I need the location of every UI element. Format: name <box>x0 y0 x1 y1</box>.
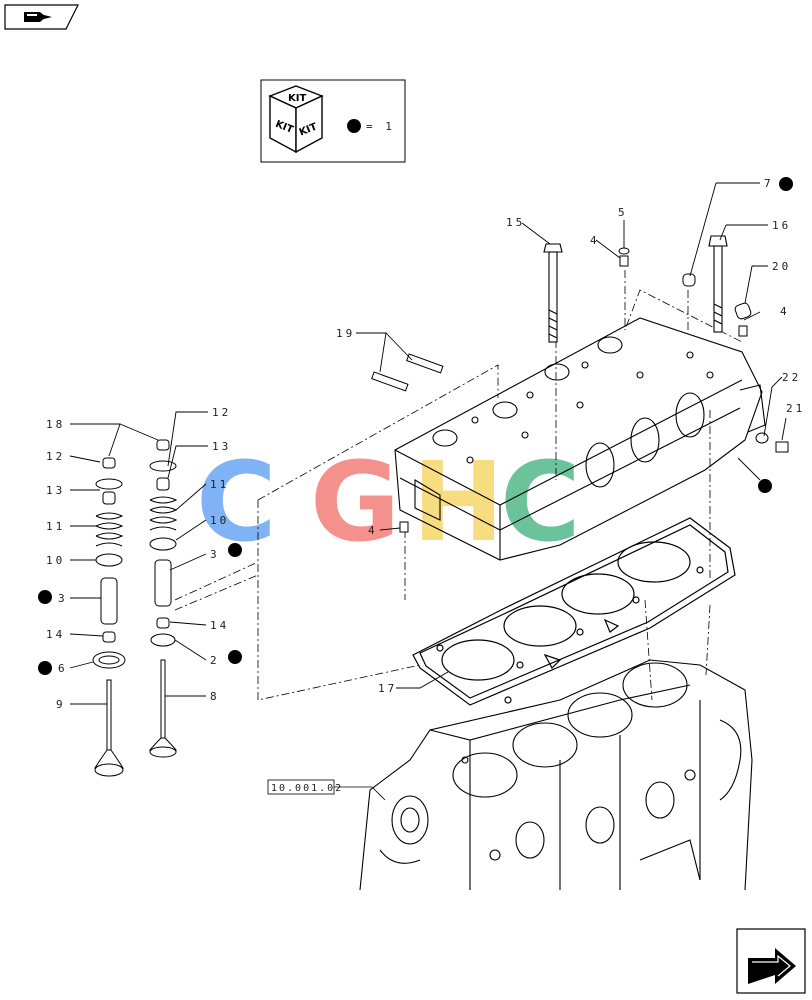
callout-12-right[interactable]: 12 <box>212 406 231 419</box>
leader-lines <box>69 182 787 705</box>
forward-arrow-icon <box>748 948 796 984</box>
callout-4-right[interactable]: 4 <box>780 305 790 318</box>
callout-10-right[interactable]: 10 <box>210 514 229 527</box>
callout-5[interactable]: 5 <box>618 206 628 219</box>
head-bolt-15 <box>543 243 563 343</box>
cylinder-head-illustration <box>394 317 766 561</box>
callout-21[interactable]: 21 <box>786 402 805 415</box>
kit-marker-icon <box>758 479 772 493</box>
callout-6[interactable]: 6 <box>58 662 68 675</box>
head-bolt-16 <box>708 235 728 333</box>
callout-13-left[interactable]: 13 <box>46 484 65 497</box>
callout-7[interactable]: 7 <box>764 177 774 190</box>
engine-block-illustration <box>359 659 753 891</box>
callout-16[interactable]: 16 <box>772 219 791 232</box>
kit-cube-icon: KIT KIT KIT <box>268 85 324 154</box>
callout-11-right[interactable]: 11 <box>210 478 229 491</box>
callout-3-right[interactable]: 3 <box>210 548 220 561</box>
valve-train-right <box>148 439 178 758</box>
kit-marker-icon <box>38 590 52 604</box>
callout-17[interactable]: 17 <box>378 682 397 695</box>
callout-labels: 7 16 20 4 22 21 15 5 4 19 4 18 12 12 13 … <box>38 177 805 711</box>
kit-equals-label: = 1 <box>366 120 395 133</box>
kit-legend-box: KIT KIT KIT = 1 <box>260 79 406 163</box>
callout-22[interactable]: 22 <box>782 371 801 384</box>
callout-2[interactable]: 2 <box>210 654 220 667</box>
kit-face-top: KIT <box>288 93 306 104</box>
callout-15[interactable]: 15 <box>506 216 525 229</box>
assembly-guide-lines <box>174 270 743 701</box>
watermark-letter: H <box>412 438 504 566</box>
kit-marker-icon <box>779 177 793 191</box>
watermark: C G H C <box>196 438 581 566</box>
watermark-letter: G <box>310 438 400 566</box>
callout-4-top[interactable]: 4 <box>590 234 600 247</box>
callout-20[interactable]: 20 <box>772 260 791 273</box>
reference-box[interactable]: 10.001.02 <box>267 779 386 801</box>
callout-8[interactable]: 8 <box>210 690 220 703</box>
back-nav-tab[interactable] <box>4 4 79 30</box>
studs-19 <box>371 353 444 392</box>
kit-marker-icon <box>38 661 52 675</box>
book-arrow-icon <box>24 12 52 22</box>
small-parts <box>399 247 789 533</box>
callout-10-left[interactable]: 10 <box>46 554 65 567</box>
callout-11-left[interactable]: 11 <box>46 520 65 533</box>
reference-code: 10.001.02 <box>271 783 343 794</box>
kit-marker-icon <box>228 650 242 664</box>
callout-12-left[interactable]: 12 <box>46 450 65 463</box>
kit-marker-icon <box>228 543 242 557</box>
callout-19[interactable]: 19 <box>336 327 355 340</box>
watermark-letter: C <box>500 438 581 566</box>
callout-13-right[interactable]: 13 <box>212 440 231 453</box>
callout-14-right[interactable]: 14 <box>210 619 229 632</box>
valve-train-left <box>92 457 126 777</box>
callout-18[interactable]: 18 <box>46 418 65 431</box>
callout-14-left[interactable]: 14 <box>46 628 65 641</box>
callout-3-left[interactable]: 3 <box>58 592 68 605</box>
callout-9[interactable]: 9 <box>56 698 66 711</box>
kit-bullet-icon <box>347 119 361 133</box>
next-page-button[interactable] <box>736 928 806 994</box>
callout-4-left[interactable]: 4 <box>368 524 378 537</box>
